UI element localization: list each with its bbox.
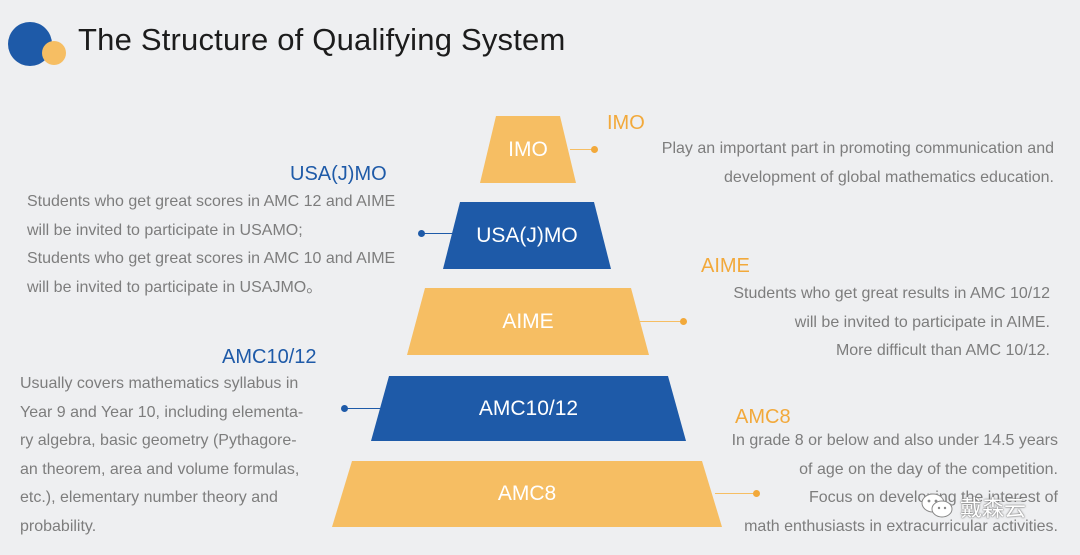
amc1012-description-line: ry algebra, basic geometry (Pythagore- [20,432,297,449]
aime-description-line: will be invited to participate in AIME. [794,313,1050,331]
amc8-description-line: of age on the day of the competition. [799,460,1058,478]
amc1012-description: Usually covers mathematics syllabus in Y… [20,370,303,541]
pyramid-tier-imo: IMO [480,116,576,183]
amc8-heading: AMC8 [735,406,791,428]
imo-heading: IMO [607,112,645,134]
usajmo-description-line: will be invited to participate in USAMO; [27,221,303,239]
aime-description: Students who get great results in AMC 10… [733,280,1050,366]
connector-dot-amc1012 [341,405,348,412]
amc1012-heading: AMC10/12 [222,346,317,368]
tier-shape [443,202,611,269]
amc8-description-line: In grade 8 or below and also under 14.5 … [731,432,1058,449]
watermark-text: 戴森云 [960,496,1027,521]
watermark: 戴森云 [920,490,1060,526]
usajmo-description-line: Students who get great scores in AMC 10 … [27,250,396,267]
pyramid-tier-aime: AIME [407,288,649,355]
imo-description: Play an important part in promoting comm… [662,135,1054,192]
tier-label: USA(J)MO [476,223,578,247]
aime-description-line: Students who get great results in AMC 10… [733,285,1050,302]
amc8-description-line: math enthusiasts in extracurricular acti… [744,517,1058,535]
logo-circles [8,22,66,66]
connector-dot-amc8 [753,490,760,497]
aime-description-line: More difficult than AMC 10/12. [835,342,1050,359]
connector-dot-usajmo [418,230,425,237]
amc1012-description-line: Year 9 and Year 10, including elementa- [20,403,304,421]
tier-shape [332,461,722,527]
amc1012-description-line: etc.), elementary number theory and [20,489,278,506]
connector-line-aime [640,321,682,322]
amc8-description: In grade 8 or below and also under 14.5 … [732,427,1058,541]
connector-line-imo [570,149,594,150]
usajmo-heading: USA(J)MO [290,163,387,185]
tier-label: IMO [508,137,548,161]
connector-line-amc1012 [346,408,386,409]
amc1012-description-line: Usually covers mathematics syllabus in [20,375,299,392]
amc1012-description-line: probability. [20,517,97,535]
tier-label: AMC8 [497,482,557,505]
aime-heading: AIME [701,255,750,277]
connector-dot-aime [680,318,687,325]
wechat-icon [921,493,953,518]
connector-dot-imo [591,146,598,153]
tier-shape [407,288,649,355]
tier-label: AMC10/12 [478,396,579,420]
page-title: The Structure of Qualifying System [78,22,566,57]
pyramid-tier-amc1012: AMC10/12 [371,376,686,441]
amc1012-description-line: an theorem, area and volume formulas, [20,460,300,478]
usajmo-description: Students who get great scores in AMC 12 … [27,188,395,302]
tier-shape [371,376,686,441]
usajmo-description-line: Students who get great scores in AMC 12 … [27,193,396,210]
connector-line-amc8 [715,493,755,494]
pyramid-tier-amc8: AMC8 [332,461,722,527]
connector-line-usajmo [423,233,461,234]
pyramid-tier-usajmo: USA(J)MO [443,202,611,269]
usajmo-description-line: will be invited to participate in USAJMO… [27,278,323,296]
imo-description-line: development of global mathematics educat… [724,168,1054,186]
tier-label: AIME [502,309,554,333]
imo-description-line: Play an important part in promoting comm… [661,140,1054,157]
tier-shape [480,116,576,183]
